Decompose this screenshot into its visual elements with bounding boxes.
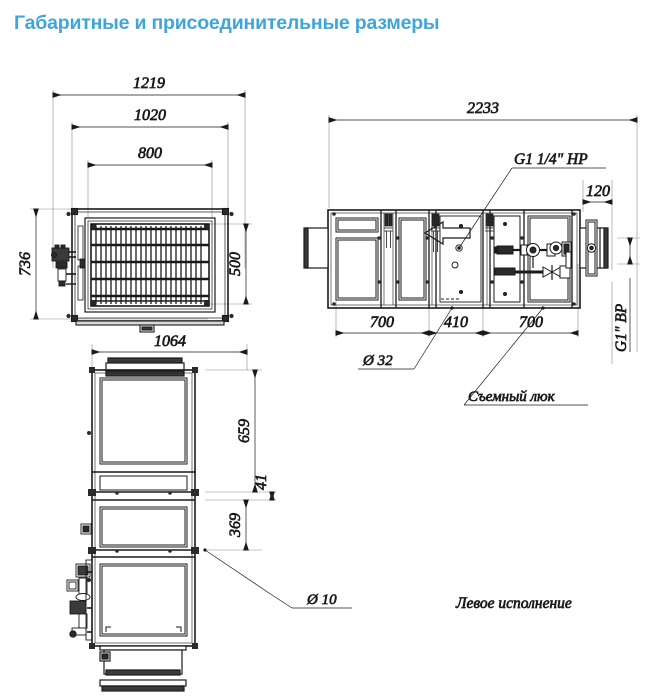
callout-hatch: Съемный люк xyxy=(463,306,588,406)
front-height-inner-value: 500 xyxy=(227,252,244,276)
front-height-inner-dimension: 500 xyxy=(227,223,249,305)
callout-d10-text: Ø 10 xyxy=(306,592,337,608)
top-seg-41-value: 41 xyxy=(253,474,270,490)
top-seg-41-dimension: 41 xyxy=(253,474,275,501)
callout-d10: Ø 10 xyxy=(203,548,352,609)
callout-d32: Ø 32 xyxy=(358,306,454,370)
front-view: 1219 1020 800 736 500 xyxy=(17,75,252,333)
top-seg-659-dimension: 659 xyxy=(236,369,258,493)
callout-g1-bp: G1" BP xyxy=(613,278,631,352)
top-view: 1064 659 41 369 xyxy=(66,333,352,692)
front-width-outer-dimension: 1219 xyxy=(52,75,246,98)
callout-g1-bp-text: G1" BP xyxy=(613,303,630,352)
side-seg-1-value: 700 xyxy=(370,314,394,331)
front-width-inner-dimension: 800 xyxy=(87,145,213,168)
front-height-outer-dimension: 736 xyxy=(17,208,39,320)
technical-drawing-canvas: 1219 1020 800 736 500 xyxy=(0,52,658,700)
top-pipework xyxy=(66,559,93,641)
callout-g1-14-hp: G1 1/4" HP xyxy=(457,151,606,250)
top-seg-369-dimension: 369 xyxy=(227,499,249,551)
front-height-outer-value: 736 xyxy=(17,252,34,276)
front-width-mid-dimension: 1020 xyxy=(71,107,229,130)
front-width-outer-value: 1219 xyxy=(133,75,165,92)
side-view: 2233 700 410 700 120 xyxy=(303,100,640,406)
front-pipework xyxy=(50,244,76,287)
top-width-value: 1064 xyxy=(154,333,186,350)
side-seg-2-value: 410 xyxy=(444,314,468,331)
side-length-total-dimension: 2233 xyxy=(328,100,638,123)
side-coil-connections xyxy=(384,213,494,252)
top-seg-369-value: 369 xyxy=(227,513,244,538)
callout-hatch-text: Съемный люк xyxy=(468,389,556,405)
callout-d32-text: Ø 32 xyxy=(362,353,393,369)
page-title: Габаритные и присоединительные размеры xyxy=(14,12,440,34)
side-seg-4-value: 120 xyxy=(586,183,610,200)
side-segment-dimensions: 700 410 700 xyxy=(335,314,579,336)
top-seg-659-value: 659 xyxy=(236,419,253,443)
front-grille xyxy=(90,223,210,307)
front-width-inner-value: 800 xyxy=(138,145,162,162)
top-width-dimension: 1064 xyxy=(91,333,248,355)
callout-g1-14-hp-text: G1 1/4" HP xyxy=(514,151,588,168)
side-length-total-value: 2233 xyxy=(467,100,499,117)
handedness-note: Левое исполнение xyxy=(455,595,572,612)
side-valve-assembly xyxy=(493,241,572,280)
front-width-mid-value: 1020 xyxy=(134,107,166,124)
side-seg-4-dimension: 120 xyxy=(582,183,613,205)
